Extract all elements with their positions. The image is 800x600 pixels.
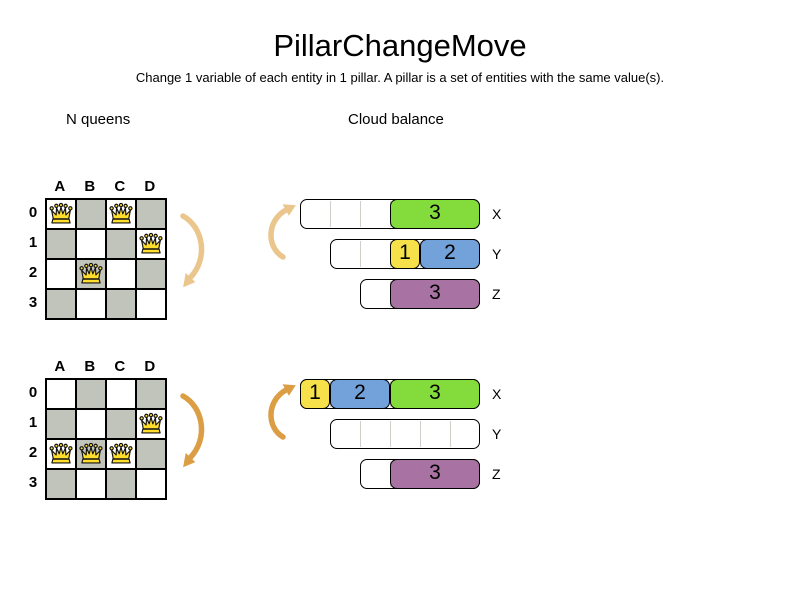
queen-icon xyxy=(79,442,103,464)
computer-capacity-outline xyxy=(330,419,480,449)
board-cell xyxy=(136,199,166,229)
capacity-divider xyxy=(360,421,361,447)
computer-label: X xyxy=(492,206,502,222)
process-block: 3 xyxy=(390,279,480,309)
board-column-label: C xyxy=(114,178,126,195)
process-block: 3 xyxy=(390,379,480,409)
board-row-label: 1 xyxy=(28,234,38,251)
board-cell xyxy=(46,259,76,289)
board-row-label: 0 xyxy=(28,204,38,221)
queen-icon xyxy=(109,442,133,464)
board-column-label: D xyxy=(144,178,156,195)
board-cell xyxy=(136,289,166,319)
nqueens-board-before: A B C D 0 1 2 3 xyxy=(24,178,234,323)
board-cell xyxy=(136,379,166,409)
board-cell xyxy=(76,229,106,259)
queen-icon xyxy=(109,202,133,224)
board-column-label: C xyxy=(114,358,126,375)
computer-label: X xyxy=(492,386,502,402)
capacity-divider xyxy=(390,421,391,447)
board-column-label: A xyxy=(54,178,66,195)
board-cell xyxy=(46,469,76,499)
board-row-label: 3 xyxy=(28,474,38,491)
section-label-cloud-balance: Cloud balance xyxy=(348,111,444,128)
board-column-label: A xyxy=(54,358,66,375)
computer-label: Y xyxy=(492,426,502,442)
move-arrow-nqueens-after xyxy=(180,393,205,468)
board-cell xyxy=(106,259,136,289)
board-cell xyxy=(106,469,136,499)
board-cell xyxy=(76,439,106,469)
board-cell xyxy=(46,439,76,469)
board-column-label: B xyxy=(84,178,96,195)
board-column-label: D xyxy=(144,358,156,375)
process-block: 1 xyxy=(300,379,330,409)
board-cell xyxy=(136,469,166,499)
board-cell xyxy=(106,439,136,469)
board-cell xyxy=(46,379,76,409)
section-label-nqueens: N queens xyxy=(66,111,131,128)
process-block: 3 xyxy=(390,199,480,229)
queen-icon xyxy=(79,262,103,284)
process-block: 2 xyxy=(330,379,390,409)
board-cell xyxy=(46,229,76,259)
computer-label: Z xyxy=(492,466,501,482)
computer-label: Z xyxy=(492,286,501,302)
board-cell xyxy=(106,229,136,259)
capacity-divider xyxy=(330,201,331,227)
board-row-label: 2 xyxy=(28,264,38,281)
board-cell xyxy=(106,199,136,229)
board-row-label: 0 xyxy=(28,384,38,401)
computer-bar: 3 xyxy=(300,199,480,229)
queen-icon xyxy=(49,442,73,464)
board-cell xyxy=(136,229,166,259)
process-block: 2 xyxy=(420,239,480,269)
capacity-divider xyxy=(360,241,361,267)
board-cell xyxy=(136,259,166,289)
board-cell xyxy=(76,469,106,499)
board-cell xyxy=(76,199,106,229)
computer-bar xyxy=(330,419,480,449)
board-cell xyxy=(46,289,76,319)
board-cell xyxy=(106,289,136,319)
page-title: PillarChangeMove xyxy=(273,28,527,63)
process-block: 1 xyxy=(390,239,420,269)
move-arrow-cloud-after xyxy=(268,384,296,440)
board-cell xyxy=(76,409,106,439)
board-row-label: 2 xyxy=(28,444,38,461)
chessboard xyxy=(45,378,167,500)
capacity-divider xyxy=(420,421,421,447)
queen-icon xyxy=(139,232,163,254)
board-cell xyxy=(76,259,106,289)
board-row-label: 1 xyxy=(28,414,38,431)
process-block: 3 xyxy=(390,459,480,489)
board-cell xyxy=(106,379,136,409)
board-row-label: 3 xyxy=(28,294,38,311)
board-cell xyxy=(46,199,76,229)
move-arrow-cloud-before xyxy=(268,204,296,260)
board-cell xyxy=(46,409,76,439)
move-arrow-nqueens-before xyxy=(180,213,205,288)
nqueens-board-after: A B C D 0 1 2 3 xyxy=(24,358,234,503)
capacity-divider xyxy=(450,421,451,447)
chessboard xyxy=(45,198,167,320)
capacity-divider xyxy=(360,201,361,227)
board-cell xyxy=(76,379,106,409)
board-cell xyxy=(76,289,106,319)
computer-label: Y xyxy=(492,246,502,262)
board-cell xyxy=(106,409,136,439)
page-subtitle: Change 1 variable of each entity in 1 pi… xyxy=(135,70,665,85)
queen-icon xyxy=(139,412,163,434)
computer-bar: 3 xyxy=(360,459,480,489)
board-column-label: B xyxy=(84,358,96,375)
computer-bar: 3 xyxy=(360,279,480,309)
queen-icon xyxy=(49,202,73,224)
board-cell xyxy=(136,439,166,469)
board-cell xyxy=(136,409,166,439)
